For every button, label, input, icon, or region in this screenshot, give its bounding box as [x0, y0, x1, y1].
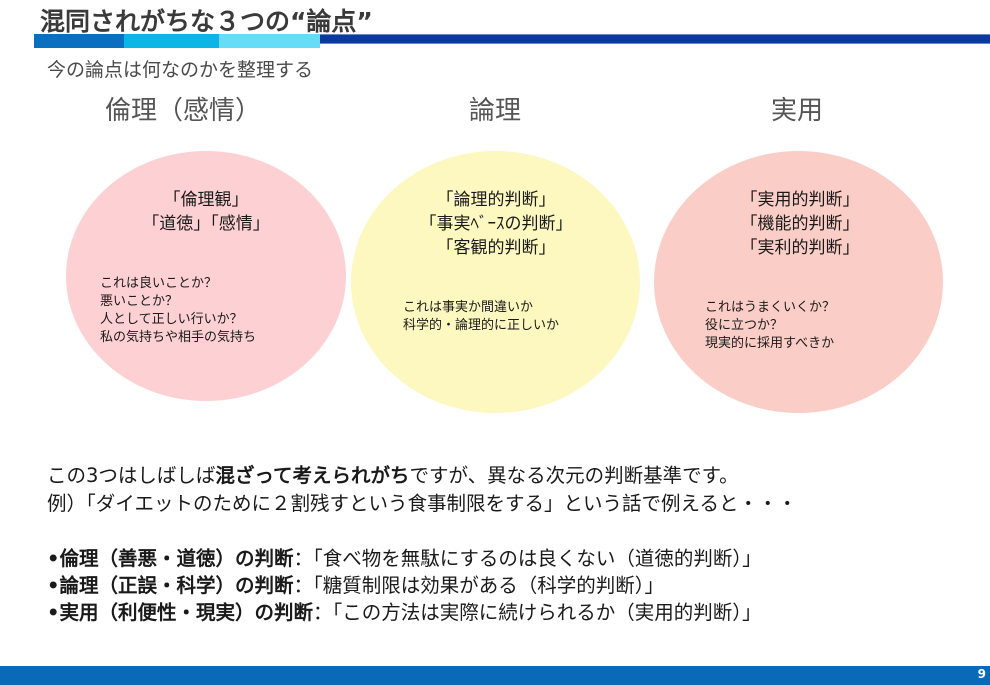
summary-text: この3つはしばしば	[47, 464, 216, 487]
slide-subtitle: 今の論点は何なのかを整理する	[47, 59, 314, 81]
bullet-logic: •論理（正誤・科学）の判断：「糖質制限は効果がある（科学的判断）」	[47, 569, 664, 598]
column-heading-practical: 実用	[771, 96, 824, 126]
ethics-circle	[66, 151, 346, 401]
practical-keyword: 「機能的判断」	[740, 214, 860, 234]
logic-keyword: 「論理的判断」	[436, 190, 556, 210]
column-heading-ethics: 倫理（感情）	[105, 96, 262, 126]
logic-question: これは事実か間違いか	[403, 300, 534, 315]
title-underline-rule	[320, 34, 990, 44]
summary-emphasis: 混ざって考えられがち	[215, 464, 410, 487]
bullet-ethics: •倫理（善悪・道徳）の判断：「食べ物を無駄にするのは良くない（道徳的判断）」	[47, 542, 762, 571]
ethics-question: 悪いことか？	[100, 294, 179, 309]
logic-keywords: 「論理的判断」 「事実ﾍﾞｰｽの判断」 「客観的判断」	[396, 188, 596, 260]
title-accent-bar-1	[34, 34, 124, 48]
bullet-practical: •実用（利便性・現実）の判断：「この方法は実際に続けられるか（実用的判断）」	[47, 596, 761, 625]
practical-keywords: 「実用的判断」 「機能的判断」 「実利的判断」	[710, 188, 890, 260]
page-number: 9	[977, 667, 986, 681]
practical-question: これはうまくいくか？	[705, 300, 836, 315]
logic-keyword: 「事実ﾍﾞｰｽの判断」	[419, 214, 573, 234]
summary-line-2: 例）「ダイエットのために２割残すという食事制限をする」という話で例えると・・・	[47, 492, 797, 515]
ethics-question: 私の気持ちや相手の気持ち	[100, 330, 257, 345]
summary-line-1: この3つはしばしば混ざって考えられがちですが、異なる次元の判断基準です。	[47, 459, 739, 488]
practical-question: 役に立つか？	[705, 318, 784, 333]
ethics-question: これは良いことか？	[100, 276, 218, 291]
bullet-text: ：「糖質制限は効果がある（科学的判断）」	[293, 574, 664, 597]
bullet-text: ：「この方法は実際に続けられるか（実用的判断）」	[312, 601, 762, 624]
ethics-questions: これは良いことか？ 悪いことか？ 人として正しい行いか？ 私の気持ちや相手の気持…	[100, 275, 256, 347]
slide-title: 混同されがちな３つの“論点”	[40, 7, 373, 36]
ethics-keyword: 「道徳」「感情」	[142, 214, 270, 234]
logic-questions: これは事実か間違いか 科学的・論理的に正しいか	[403, 299, 559, 335]
title-accent-bar-2	[124, 34, 219, 48]
practical-keyword: 「実利的判断」	[740, 238, 860, 258]
bullet-text: ：「食べ物を無駄にするのは良くない（道徳的判断）」	[293, 547, 762, 570]
bullet-label: •論理（正誤・科学）の判断	[47, 574, 294, 597]
footer-bar: 9	[0, 666, 990, 685]
logic-keyword: 「客観的判断」	[436, 238, 556, 258]
practical-questions: これはうまくいくか？ 役に立つか？ 現実的に採用すべきか	[705, 299, 835, 353]
ethics-keywords: 「倫理観」 「道徳」「感情」	[106, 188, 306, 236]
practical-circle	[654, 151, 943, 413]
ethics-keyword: 「倫理観」	[163, 190, 249, 210]
ethics-question: 人として正しい行いか？	[100, 312, 243, 327]
logic-circle	[351, 151, 640, 413]
bullet-label: •倫理（善悪・道徳）の判断	[47, 547, 294, 570]
practical-keyword: 「実用的判断」	[740, 190, 860, 210]
title-accent-bar-3	[219, 34, 320, 48]
bullet-label: •実用（利便性・現実）の判断	[47, 601, 313, 624]
summary-text: ですが、異なる次元の判断基準です。	[409, 464, 739, 487]
logic-question: 科学的・論理的に正しいか	[403, 318, 560, 333]
column-heading-logic: 論理	[469, 96, 522, 126]
practical-question: 現実的に採用すべきか	[705, 336, 835, 351]
